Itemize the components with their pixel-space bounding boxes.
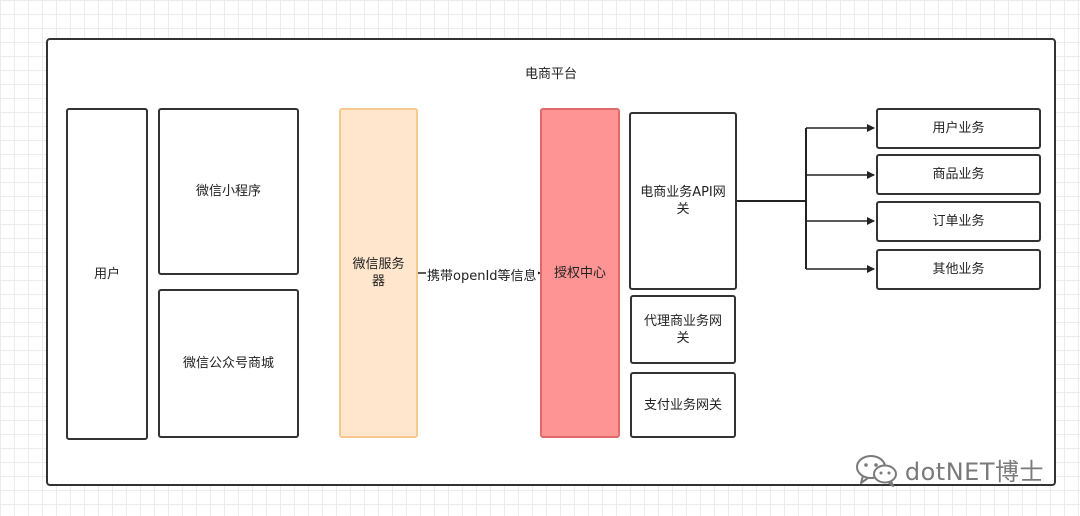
node-ecommerce-api-gateway: 电商业务API网 关 [629,112,737,290]
platform-title: 电商平台 [524,67,577,82]
node-mini-program: 微信小程序 [158,108,299,275]
watermark: dotNET博士 [855,452,1044,487]
node-wechat-server: 微信服务 器 [339,108,418,438]
node-agent-gateway: 代理商业务网 关 [630,295,736,364]
node-payment-gateway: 支付业务网关 [630,372,736,438]
node-official-mall: 微信公众号商城 [158,289,299,438]
node-product-service: 商品业务 [876,154,1041,195]
node-order-service: 订单业务 [876,201,1041,242]
node-other-service: 其他业务 [876,249,1041,290]
node-auth-center: 授权中心 [540,108,620,438]
edge-label-openid: 携带openId等信息 [426,265,538,284]
node-user-service: 用户业务 [876,108,1041,149]
wechat-icon [855,454,897,487]
watermark-text: dotNET博士 [904,458,1044,486]
node-user: 用户 [66,108,148,440]
